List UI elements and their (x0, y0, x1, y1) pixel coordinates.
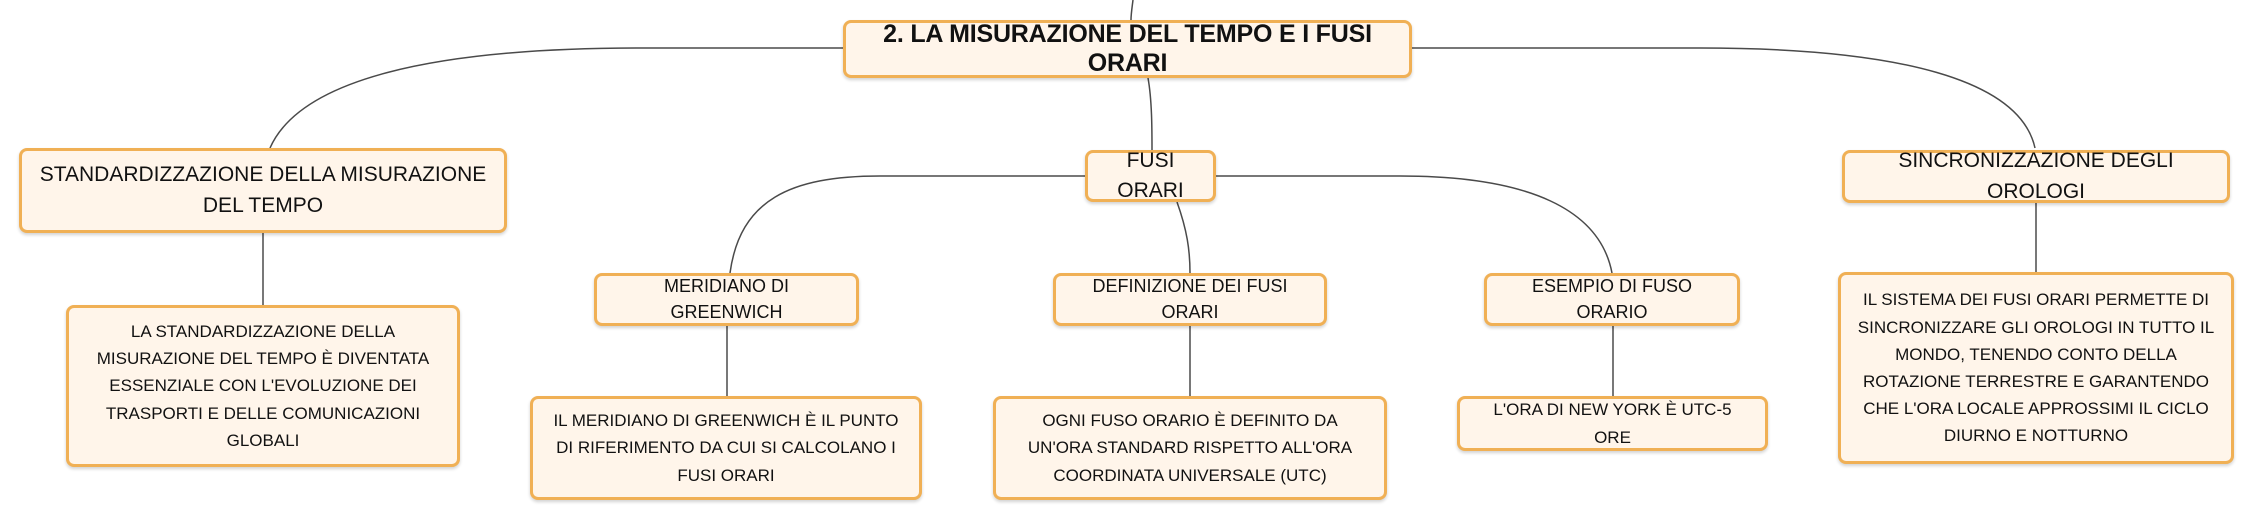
connector-root-standardizzazione (269, 47, 843, 149)
topic-fusi-orari[interactable]: FUSI ORARI (1085, 149, 1216, 202)
topic-sincronizzazione-label: SINCRONIZZAZIONE DEGLI OROLOGI (1898, 149, 2174, 203)
root-topic[interactable]: 2. LA MISURAZIONE DEL TEMPO E I FUSI ORA… (843, 20, 1412, 78)
detail-standardizzazione[interactable]: LA STANDARDIZZAZIONE DELLA MISURAZIONE D… (66, 305, 460, 467)
connector-root-sincronizzazione (1412, 47, 2036, 149)
topic-fusi-orari-label: FUSI ORARI (1117, 148, 1184, 202)
subtopic-definizione-fusi-label: DEFINIZIONE DEI FUSI ORARI (1092, 276, 1288, 322)
detail-sincronizzazione-text: IL SISTEMA DEI FUSI ORARI PERMETTE DI SI… (1857, 290, 2215, 446)
subtopic-definizione-fusi[interactable]: DEFINIZIONE DEI FUSI ORARI (1053, 273, 1327, 326)
detail-meridiano-greenwich[interactable]: IL MERIDIANO DI GREENWICH È IL PUNTO DI … (530, 396, 922, 500)
detail-definizione-fusi[interactable]: OGNI FUSO ORARIO È DEFINITO DA UN'ORA ST… (993, 396, 1387, 500)
detail-standardizzazione-text: LA STANDARDIZZAZIONE DELLA MISURAZIONE D… (96, 322, 430, 450)
detail-esempio-fuso-text: L'ORA DI NEW YORK È UTC-5 ORE (1493, 400, 1732, 447)
subtopic-meridiano-greenwich-label: MERIDIANO DI GREENWICH (663, 276, 789, 322)
detail-esempio-fuso[interactable]: L'ORA DI NEW YORK È UTC-5 ORE (1457, 396, 1768, 451)
detail-meridiano-greenwich-text: IL MERIDIANO DI GREENWICH È IL PUNTO DI … (553, 411, 899, 485)
subtopic-esempio-fuso-label: ESEMPIO DI FUSO ORARIO (1531, 276, 1693, 322)
connector-root-parent (1130, 0, 1134, 21)
detail-sincronizzazione[interactable]: IL SISTEMA DEI FUSI ORARI PERMETTE DI SI… (1838, 272, 2234, 464)
detail-definizione-fusi-text: OGNI FUSO ORARIO È DEFINITO DA UN'ORA ST… (1027, 411, 1353, 485)
connector-fusi-esempio (1216, 175, 1613, 274)
connector-fusi-definizione (1176, 201, 1191, 274)
root-topic-label: 2. LA MISURAZIONE DEL TEMPO E I FUSI ORA… (883, 20, 1372, 77)
connector-fusi-greenwich (729, 175, 1085, 274)
topic-standardizzazione[interactable]: STANDARDIZZAZIONE DELLA MISURAZIONE DEL … (19, 148, 507, 233)
topic-standardizzazione-label: STANDARDIZZAZIONE DELLA MISURAZIONE DEL … (39, 163, 487, 217)
subtopic-meridiano-greenwich[interactable]: MERIDIANO DI GREENWICH (594, 273, 859, 326)
connector-root-fusi-orari (1147, 77, 1153, 151)
topic-sincronizzazione[interactable]: SINCRONIZZAZIONE DEGLI OROLOGI (1842, 149, 2230, 203)
subtopic-esempio-fuso[interactable]: ESEMPIO DI FUSO ORARIO (1484, 273, 1740, 326)
